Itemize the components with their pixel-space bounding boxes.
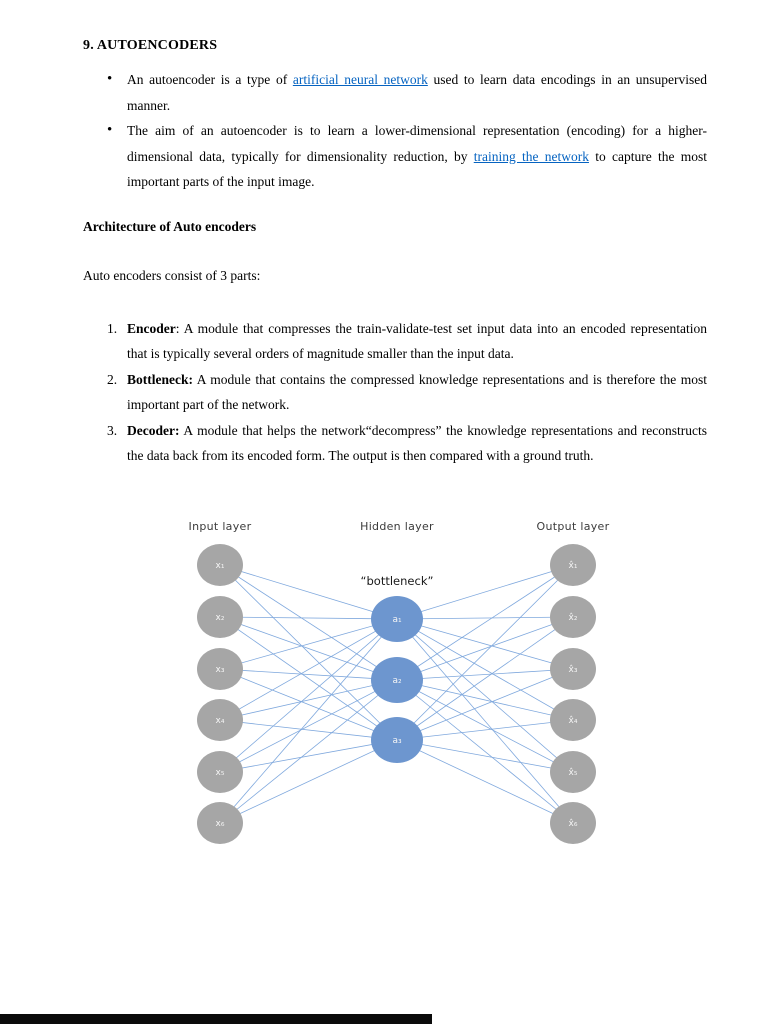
bullet-list: An autoencoder is a type of artificial n… (83, 67, 707, 195)
list-item-bottleneck: Bottleneck: A module that contains the c… (83, 367, 707, 418)
edge-line (396, 564, 574, 740)
list-item-decoder: Decoder: A module that helps the network… (83, 418, 707, 469)
input-node (197, 698, 243, 741)
input-node (197, 750, 243, 793)
bullet-text: to capture the most important parts of t… (127, 148, 707, 190)
section-heading: 9. AUTOENCODERS (83, 38, 218, 53)
output-node-label: x̂₃ (569, 664, 578, 675)
bottleneck-label: “bottleneck” (361, 574, 434, 588)
output-node (550, 595, 596, 638)
link-artificial-neural-network[interactable]: artificial neural network (292, 72, 428, 87)
edge-line (396, 618, 574, 772)
input-node-label: x₄ (216, 716, 225, 726)
edge-line (396, 679, 574, 772)
input-node-label: x₆ (216, 819, 225, 829)
input-node (197, 543, 243, 586)
output-node-label: x̂₅ (569, 767, 578, 778)
edge-line (219, 564, 398, 680)
bullet-item: An autoencoder is a type of artificial n… (83, 67, 707, 118)
edge-line (396, 564, 574, 619)
hidden-node-label: a₂ (392, 676, 402, 686)
link-training-the-network[interactable]: training the network (473, 148, 589, 164)
output-node (550, 543, 596, 586)
bullet-item: The aim of an autoencoder is to learn a … (83, 118, 707, 195)
input-node (197, 801, 243, 844)
architecture-heading: Architecture of Auto encoders (83, 218, 257, 234)
autoencoder-figure: x₁ x₂ x₃ x₄ x₅ x₆ a₁ a₂ a₃ x̂₁ x̂₂ x̂₃ x̂₄ x̂₅ x̂₆ Inp… (155, 509, 625, 854)
diagram-nodes: x₁ x₂ x₃ x₄ x₅ x₆ a₁ a₂ a₃ x̂₁ x̂₂ x̂₃ x̂₄ x̂₅ x̂₆ (197, 543, 596, 844)
intro-line: Auto encoders consist of 3 parts: (83, 267, 261, 283)
output-node-label: x̂₂ (569, 612, 578, 623)
input-layer-label: Input layer (189, 520, 252, 533)
bullet-text: The aim of an autoencoder is to learn a … (127, 123, 707, 164)
input-node-label: x₅ (216, 768, 225, 778)
item-term: Decoder: (127, 422, 180, 438)
edge-line (219, 739, 398, 823)
edge-line (396, 616, 574, 740)
edge-line (219, 668, 398, 740)
output-node (550, 801, 596, 844)
edge-line (396, 739, 574, 823)
item-text: A module that helps the network“decompre… (127, 422, 707, 464)
edge-line (219, 618, 398, 772)
item-term: Encoder (127, 320, 176, 336)
edge-line (219, 618, 398, 823)
document-content: 9. AUTOENCODERS An autoencoder is a type… (0, 0, 768, 854)
item-term: Bottleneck: (127, 371, 193, 387)
edge-line (219, 668, 398, 680)
edge-line (396, 618, 574, 720)
input-node-label: x₁ (216, 561, 225, 571)
edge-line (396, 739, 574, 772)
edge-line (219, 679, 398, 772)
edge-line (219, 719, 398, 740)
edge-line (219, 739, 398, 772)
edge-line (219, 616, 398, 740)
item-text: A module that contains the compressed kn… (127, 371, 707, 413)
edge-line (396, 618, 574, 823)
hidden-node (371, 656, 423, 703)
numbered-list: Encoder: A module that compresses the tr… (83, 316, 707, 469)
edge-line (219, 679, 398, 823)
edge-line (219, 618, 398, 669)
edge-line (396, 668, 574, 680)
edge-line (219, 618, 398, 720)
edge-line (219, 564, 398, 740)
input-node-label: x₃ (216, 665, 225, 675)
input-node (197, 647, 243, 690)
input-node-label: x₂ (216, 613, 225, 623)
hidden-node-label: a₃ (392, 736, 402, 746)
edge-line (219, 564, 398, 619)
output-node-label: x̂₁ (569, 560, 578, 571)
edge-line (396, 679, 574, 720)
edge-line (219, 616, 398, 619)
edge-line (219, 679, 398, 720)
edge-line (396, 618, 574, 669)
scan-artifact-bar (0, 1014, 432, 1024)
hidden-node (371, 595, 423, 642)
bullet-text: used to learn data encodings in an unsup… (127, 72, 707, 113)
edge-line (396, 668, 574, 740)
bullet-text: An autoencoder is a type of (127, 72, 293, 87)
diagram-edges (219, 564, 574, 823)
edge-line (219, 616, 398, 680)
output-node-label: x̂₄ (569, 715, 578, 726)
output-node (550, 750, 596, 793)
output-node-label: x̂₆ (569, 818, 578, 829)
output-layer-label: Output layer (537, 520, 610, 533)
hidden-node (371, 716, 423, 763)
hidden-node-label: a₁ (392, 615, 402, 625)
edge-line (396, 679, 574, 823)
list-item-encoder: Encoder: A module that compresses the tr… (83, 316, 707, 367)
output-node (550, 698, 596, 741)
item-text: : A module that compresses the train-val… (127, 320, 707, 362)
output-node (550, 647, 596, 690)
input-node (197, 595, 243, 638)
edge-line (396, 564, 574, 680)
edge-line (396, 616, 574, 680)
edge-line (396, 616, 574, 619)
hidden-layer-label: Hidden layer (360, 520, 434, 533)
autoencoder-diagram: x₁ x₂ x₃ x₄ x₅ x₆ a₁ a₂ a₃ x̂₁ x̂₂ x̂₃ x̂₄ x̂₅ x̂₆ Inp… (189, 520, 610, 844)
edge-line (396, 719, 574, 740)
